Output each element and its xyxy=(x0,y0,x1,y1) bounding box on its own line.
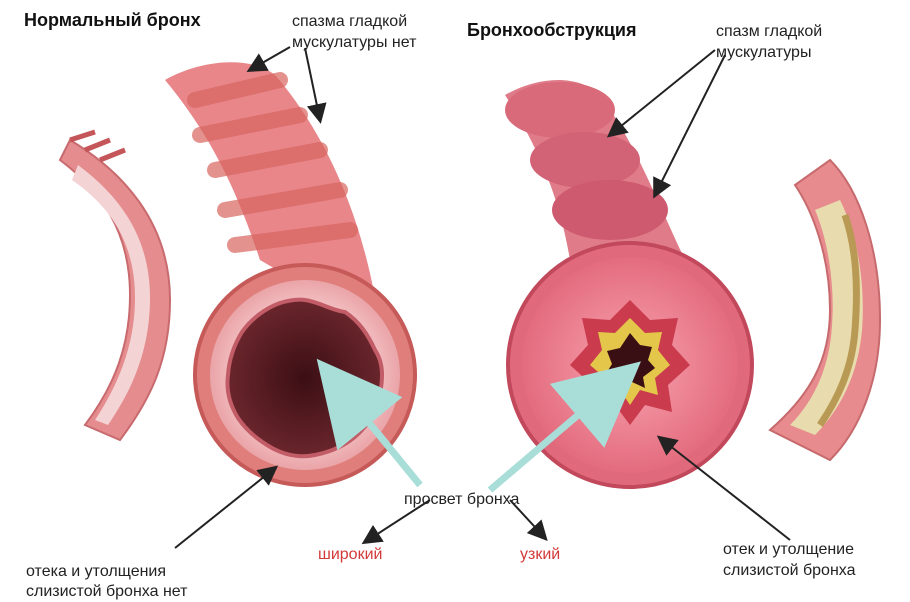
normal-bronchus-cutaway xyxy=(60,132,170,440)
edema-label-line1: отек и утолщение xyxy=(723,540,854,560)
wide-label: широкий xyxy=(318,545,382,565)
obstructed-bronchus xyxy=(505,80,752,487)
normal-bronchus-title: Нормальный бронх xyxy=(24,10,201,31)
normal-bronchus xyxy=(165,62,415,485)
no-spasm-label-line2: мускулатуры нет xyxy=(292,33,416,53)
narrow-label: узкий xyxy=(520,545,560,565)
no-edema-label-line1: отека и утолщения xyxy=(26,562,166,582)
no-edema-label-line2: слизистой бронха нет xyxy=(26,582,187,602)
no-spasm-label-line1: спазма гладкой xyxy=(292,12,407,32)
obstructed-bronchus-title: Бронхообструкция xyxy=(467,20,636,41)
lumen-label: просвет бронха xyxy=(404,490,519,510)
edema-label-line2: слизистой бронха xyxy=(723,561,856,581)
obstructed-bronchus-cutaway xyxy=(770,160,880,460)
spasm-label-line1: спазм гладкой xyxy=(716,22,822,42)
spasm-label-line2: мускулатуры xyxy=(716,43,811,63)
